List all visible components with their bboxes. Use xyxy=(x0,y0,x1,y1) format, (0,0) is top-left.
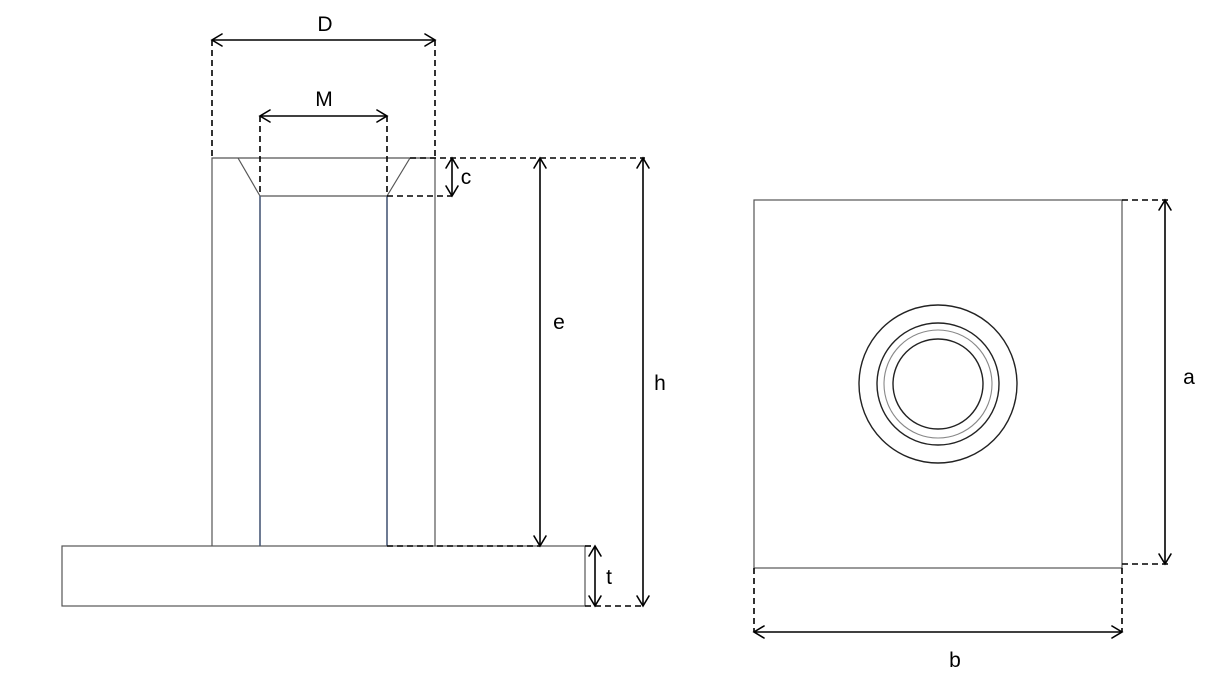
shaft-outline xyxy=(211,157,436,546)
a-label: a xyxy=(1183,366,1195,389)
a-arrow-bottom xyxy=(1158,553,1172,566)
chamfer-right xyxy=(386,157,411,197)
t-label: t xyxy=(606,566,612,589)
plate-outline xyxy=(753,199,1123,569)
b-label: b xyxy=(949,649,961,672)
top-view: a b xyxy=(752,198,1195,672)
d-label: D xyxy=(317,13,332,36)
b-arrow-left xyxy=(752,625,765,639)
e-label: e xyxy=(553,311,565,334)
d-arrow-right xyxy=(424,33,437,47)
d-arrow-left xyxy=(210,33,223,47)
c-arrow-top xyxy=(445,156,459,169)
b-arrow-right xyxy=(1111,625,1124,639)
e-arrow-top xyxy=(533,156,547,169)
bore-circle xyxy=(892,338,984,430)
base-plate xyxy=(61,545,586,607)
outer-circle xyxy=(858,304,1018,464)
e-arrow-bottom xyxy=(533,535,547,548)
m-arrow-right xyxy=(376,109,389,123)
c-arrow-bottom xyxy=(445,185,459,198)
t-arrow-bottom xyxy=(588,595,602,608)
chamfer-left xyxy=(237,157,261,197)
side-view: D M c e t h xyxy=(61,13,666,608)
h-arrow-bottom xyxy=(636,595,650,608)
thread-circle xyxy=(883,329,993,439)
m-label: M xyxy=(315,88,333,111)
h-label: h xyxy=(654,372,666,395)
c-label: c xyxy=(461,166,472,189)
t-arrow-top xyxy=(588,544,602,557)
chamfer-circle xyxy=(876,322,1000,446)
a-arrow-top xyxy=(1158,198,1172,211)
h-arrow-top xyxy=(636,156,650,169)
m-arrow-left xyxy=(258,109,271,123)
